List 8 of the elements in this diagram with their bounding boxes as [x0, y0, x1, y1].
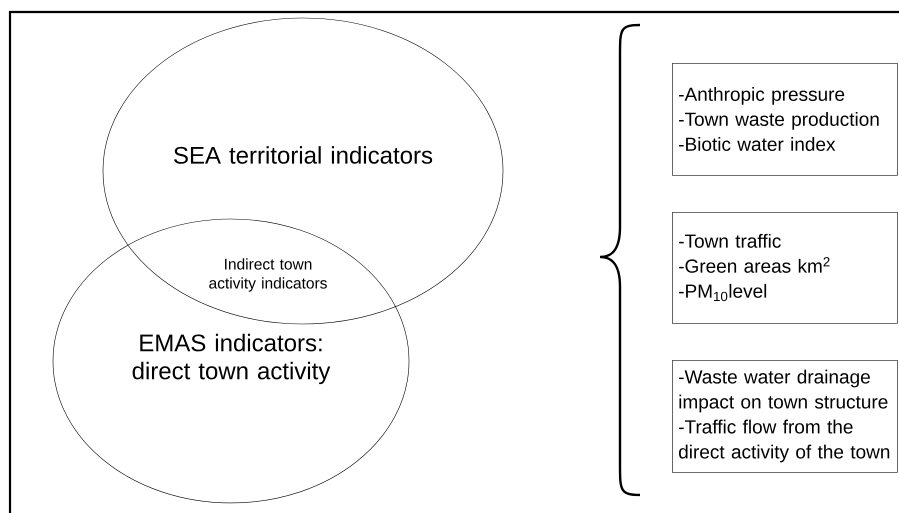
overlap-label: Indirect town activity indicators: [209, 258, 327, 292]
indicator-box: -Waste water drainage impact on town structure -Traffic flow from the direct activity of the town: [672, 360, 898, 473]
ellipse-title: EMAS indicators: direct town activity: [132, 334, 330, 384]
ellipse: [102, 18, 504, 324]
indicator-box: -Anthropic pressure -Town waste production -Biotic water index: [672, 63, 898, 176]
ellipse: [52, 218, 410, 504]
indicator-box: -Town traffic -Green areas km$^{2}$ -PM$_{10}$level: [672, 212, 898, 324]
ellipse-title: SEA territorial indicators: [174, 146, 432, 164]
